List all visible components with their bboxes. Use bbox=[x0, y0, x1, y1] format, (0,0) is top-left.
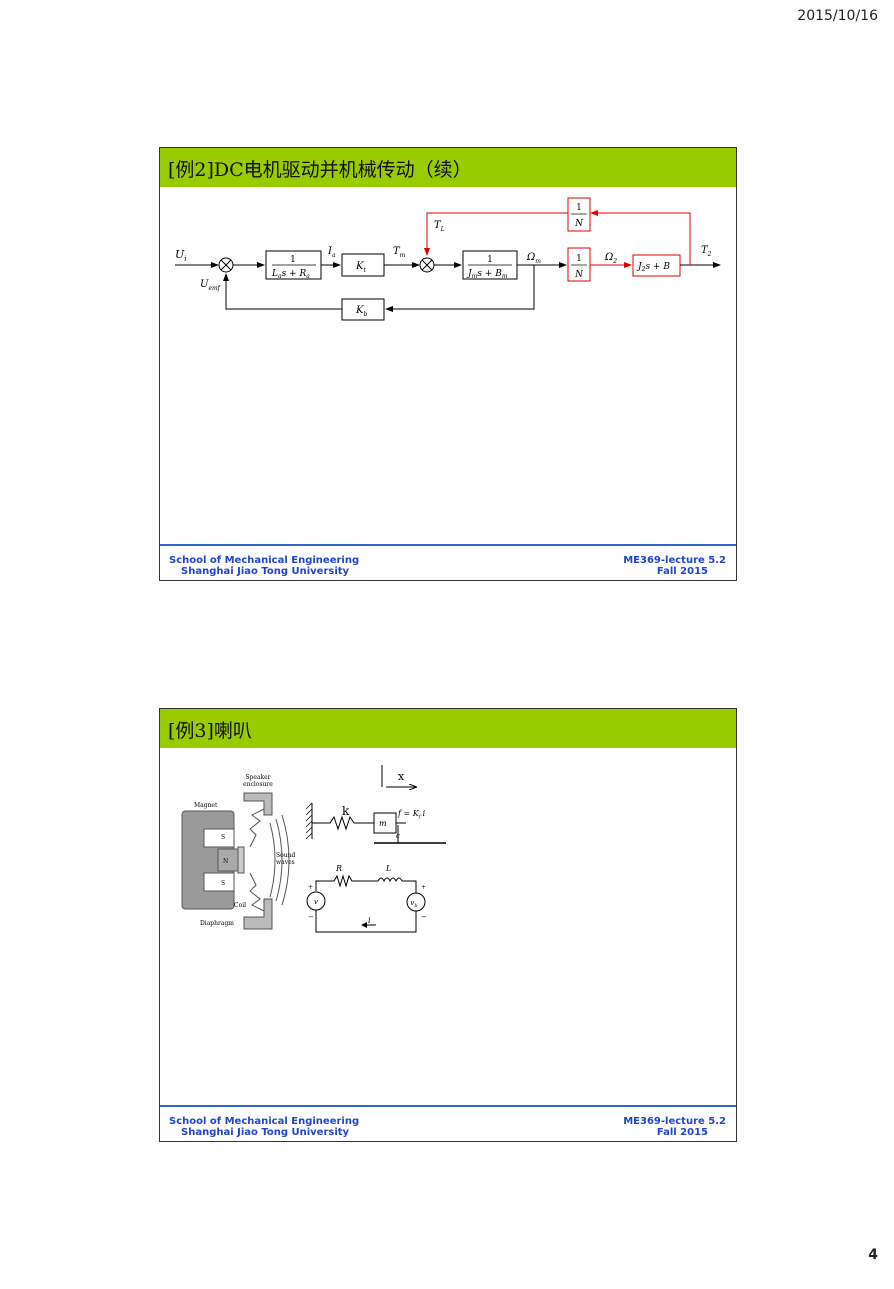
footer-school: School of Mechanical Engineering Shangha… bbox=[169, 1116, 359, 1138]
svg-text:waves: waves bbox=[276, 859, 295, 866]
footer-course: ME369-lecture 5.2 Fall 2015 bbox=[623, 555, 726, 577]
inductor-icon bbox=[377, 877, 403, 883]
svg-text:+: + bbox=[308, 884, 313, 891]
svg-text:Coil: Coil bbox=[234, 902, 246, 909]
svg-text:Magnet: Magnet bbox=[194, 802, 218, 809]
enclosure-bottom bbox=[243, 898, 273, 930]
svg-text:v: v bbox=[314, 898, 318, 906]
x-axis-label: x bbox=[398, 770, 405, 783]
slide-title: [例2]DC电机驱动并机械传动（续） bbox=[168, 159, 472, 181]
slide-speaker: [例3]喇叭 Speaker enclosure Magnet S N S So… bbox=[159, 708, 737, 1142]
svg-text:Sound: Sound bbox=[276, 852, 295, 859]
slide-title-bar: [例3]喇叭 bbox=[160, 709, 736, 748]
current-label: i bbox=[368, 916, 371, 925]
enclosure-top bbox=[243, 792, 273, 816]
svg-text:+: + bbox=[421, 884, 426, 891]
svg-text:−: − bbox=[308, 913, 314, 921]
output-speed-label: Ω2 bbox=[604, 252, 617, 265]
svg-text:Jms + Bm: Jms + Bm bbox=[466, 269, 508, 280]
footer-course: ME369-lecture 5.2 Fall 2015 bbox=[623, 1116, 726, 1138]
lower-spring-icon bbox=[249, 872, 265, 912]
spring-icon bbox=[312, 815, 374, 831]
upper-spring-icon bbox=[249, 808, 265, 848]
armature-block: 1 Las + Ra bbox=[265, 250, 322, 280]
footer-course-line1: ME369-lecture 5.2 bbox=[623, 1116, 726, 1127]
svg-text:N: N bbox=[223, 858, 228, 865]
svg-text:Las + Ra: Las + Ra bbox=[271, 269, 310, 280]
spring-label: k bbox=[342, 804, 350, 818]
footer-course-line2: Fall 2015 bbox=[656, 1127, 708, 1138]
electrical-circuit: R L v + − vb + − i bbox=[306, 864, 427, 933]
slide-title: [例3]喇叭 bbox=[168, 720, 252, 742]
input-label: Ui bbox=[175, 248, 187, 263]
svg-text:1: 1 bbox=[576, 203, 582, 213]
speed-label: Ωm bbox=[526, 252, 541, 265]
summing-junction-2 bbox=[419, 257, 435, 273]
feedback-gear-block: 1 N bbox=[567, 197, 591, 232]
slide-title-bar: [例2]DC电机驱动并机械传动（续） bbox=[160, 148, 736, 187]
speaker-illustration: Speaker enclosure Magnet S N S Sound wav… bbox=[181, 774, 295, 930]
svg-text:Diaphragm: Diaphragm bbox=[200, 920, 234, 927]
summing-junction-1 bbox=[218, 257, 234, 273]
svg-text:vb: vb bbox=[410, 899, 417, 909]
svg-text:J2s + B: J2s + B bbox=[636, 262, 670, 273]
page-date: 2015/10/16 bbox=[797, 8, 878, 24]
footer-school-line1: School of Mechanical Engineering bbox=[169, 1116, 360, 1127]
svg-text:1: 1 bbox=[290, 255, 296, 265]
svg-text:Kt: Kt bbox=[355, 261, 366, 274]
footer-school-line2: Shanghai Jiao Tong University bbox=[181, 566, 350, 577]
footer-school: School of Mechanical Engineering Shangha… bbox=[169, 555, 359, 577]
footer-school-line1: School of Mechanical Engineering bbox=[169, 555, 360, 566]
svg-text:R: R bbox=[335, 864, 342, 873]
svg-text:−: − bbox=[421, 913, 427, 921]
svg-text:S: S bbox=[221, 834, 225, 841]
torque-constant-block: Kt bbox=[341, 253, 385, 277]
svg-text:1: 1 bbox=[576, 254, 582, 264]
svg-text:enclosure: enclosure bbox=[243, 781, 273, 788]
footer-rule bbox=[160, 1105, 736, 1107]
feedback-signal-label: Uemf bbox=[200, 279, 222, 292]
output-torque-label: T2 bbox=[701, 245, 712, 258]
footer-school-line2: Shanghai Jiao Tong University bbox=[181, 1127, 350, 1138]
load-block: J2s + B bbox=[632, 254, 681, 277]
slide-dc-motor: [例2]DC电机驱动并机械传动（续） Ui Uemf 1 Las + Ra bbox=[159, 147, 737, 581]
svg-text:S: S bbox=[221, 880, 225, 887]
svg-text:L: L bbox=[385, 864, 391, 873]
svg-text:Speaker: Speaker bbox=[245, 774, 270, 781]
footer-course-line1: ME369-lecture 5.2 bbox=[623, 555, 726, 566]
page-number: 4 bbox=[868, 1247, 878, 1263]
svg-text:N: N bbox=[574, 219, 584, 229]
gear-ratio-block: 1 N bbox=[567, 247, 591, 282]
svg-text:N: N bbox=[574, 270, 584, 280]
block-diagram: Ui Uemf 1 Las + Ra Ia Kt Tm bbox=[175, 197, 721, 321]
current-label: Ia bbox=[327, 246, 336, 259]
svg-text:Kb: Kb bbox=[355, 305, 367, 318]
mechanical-block: 1 Jms + Bm bbox=[462, 250, 518, 280]
footer-rule bbox=[160, 544, 736, 546]
footer-course-line2: Fall 2015 bbox=[656, 566, 708, 577]
svg-text:c: c bbox=[396, 832, 400, 840]
svg-text:m: m bbox=[379, 819, 387, 828]
svg-text:1: 1 bbox=[487, 255, 493, 265]
resistor-icon bbox=[315, 874, 378, 891]
load-torque-label: TL bbox=[434, 220, 445, 233]
torque-label: Tm bbox=[393, 246, 406, 259]
back-emf-block: Kb bbox=[341, 298, 385, 321]
